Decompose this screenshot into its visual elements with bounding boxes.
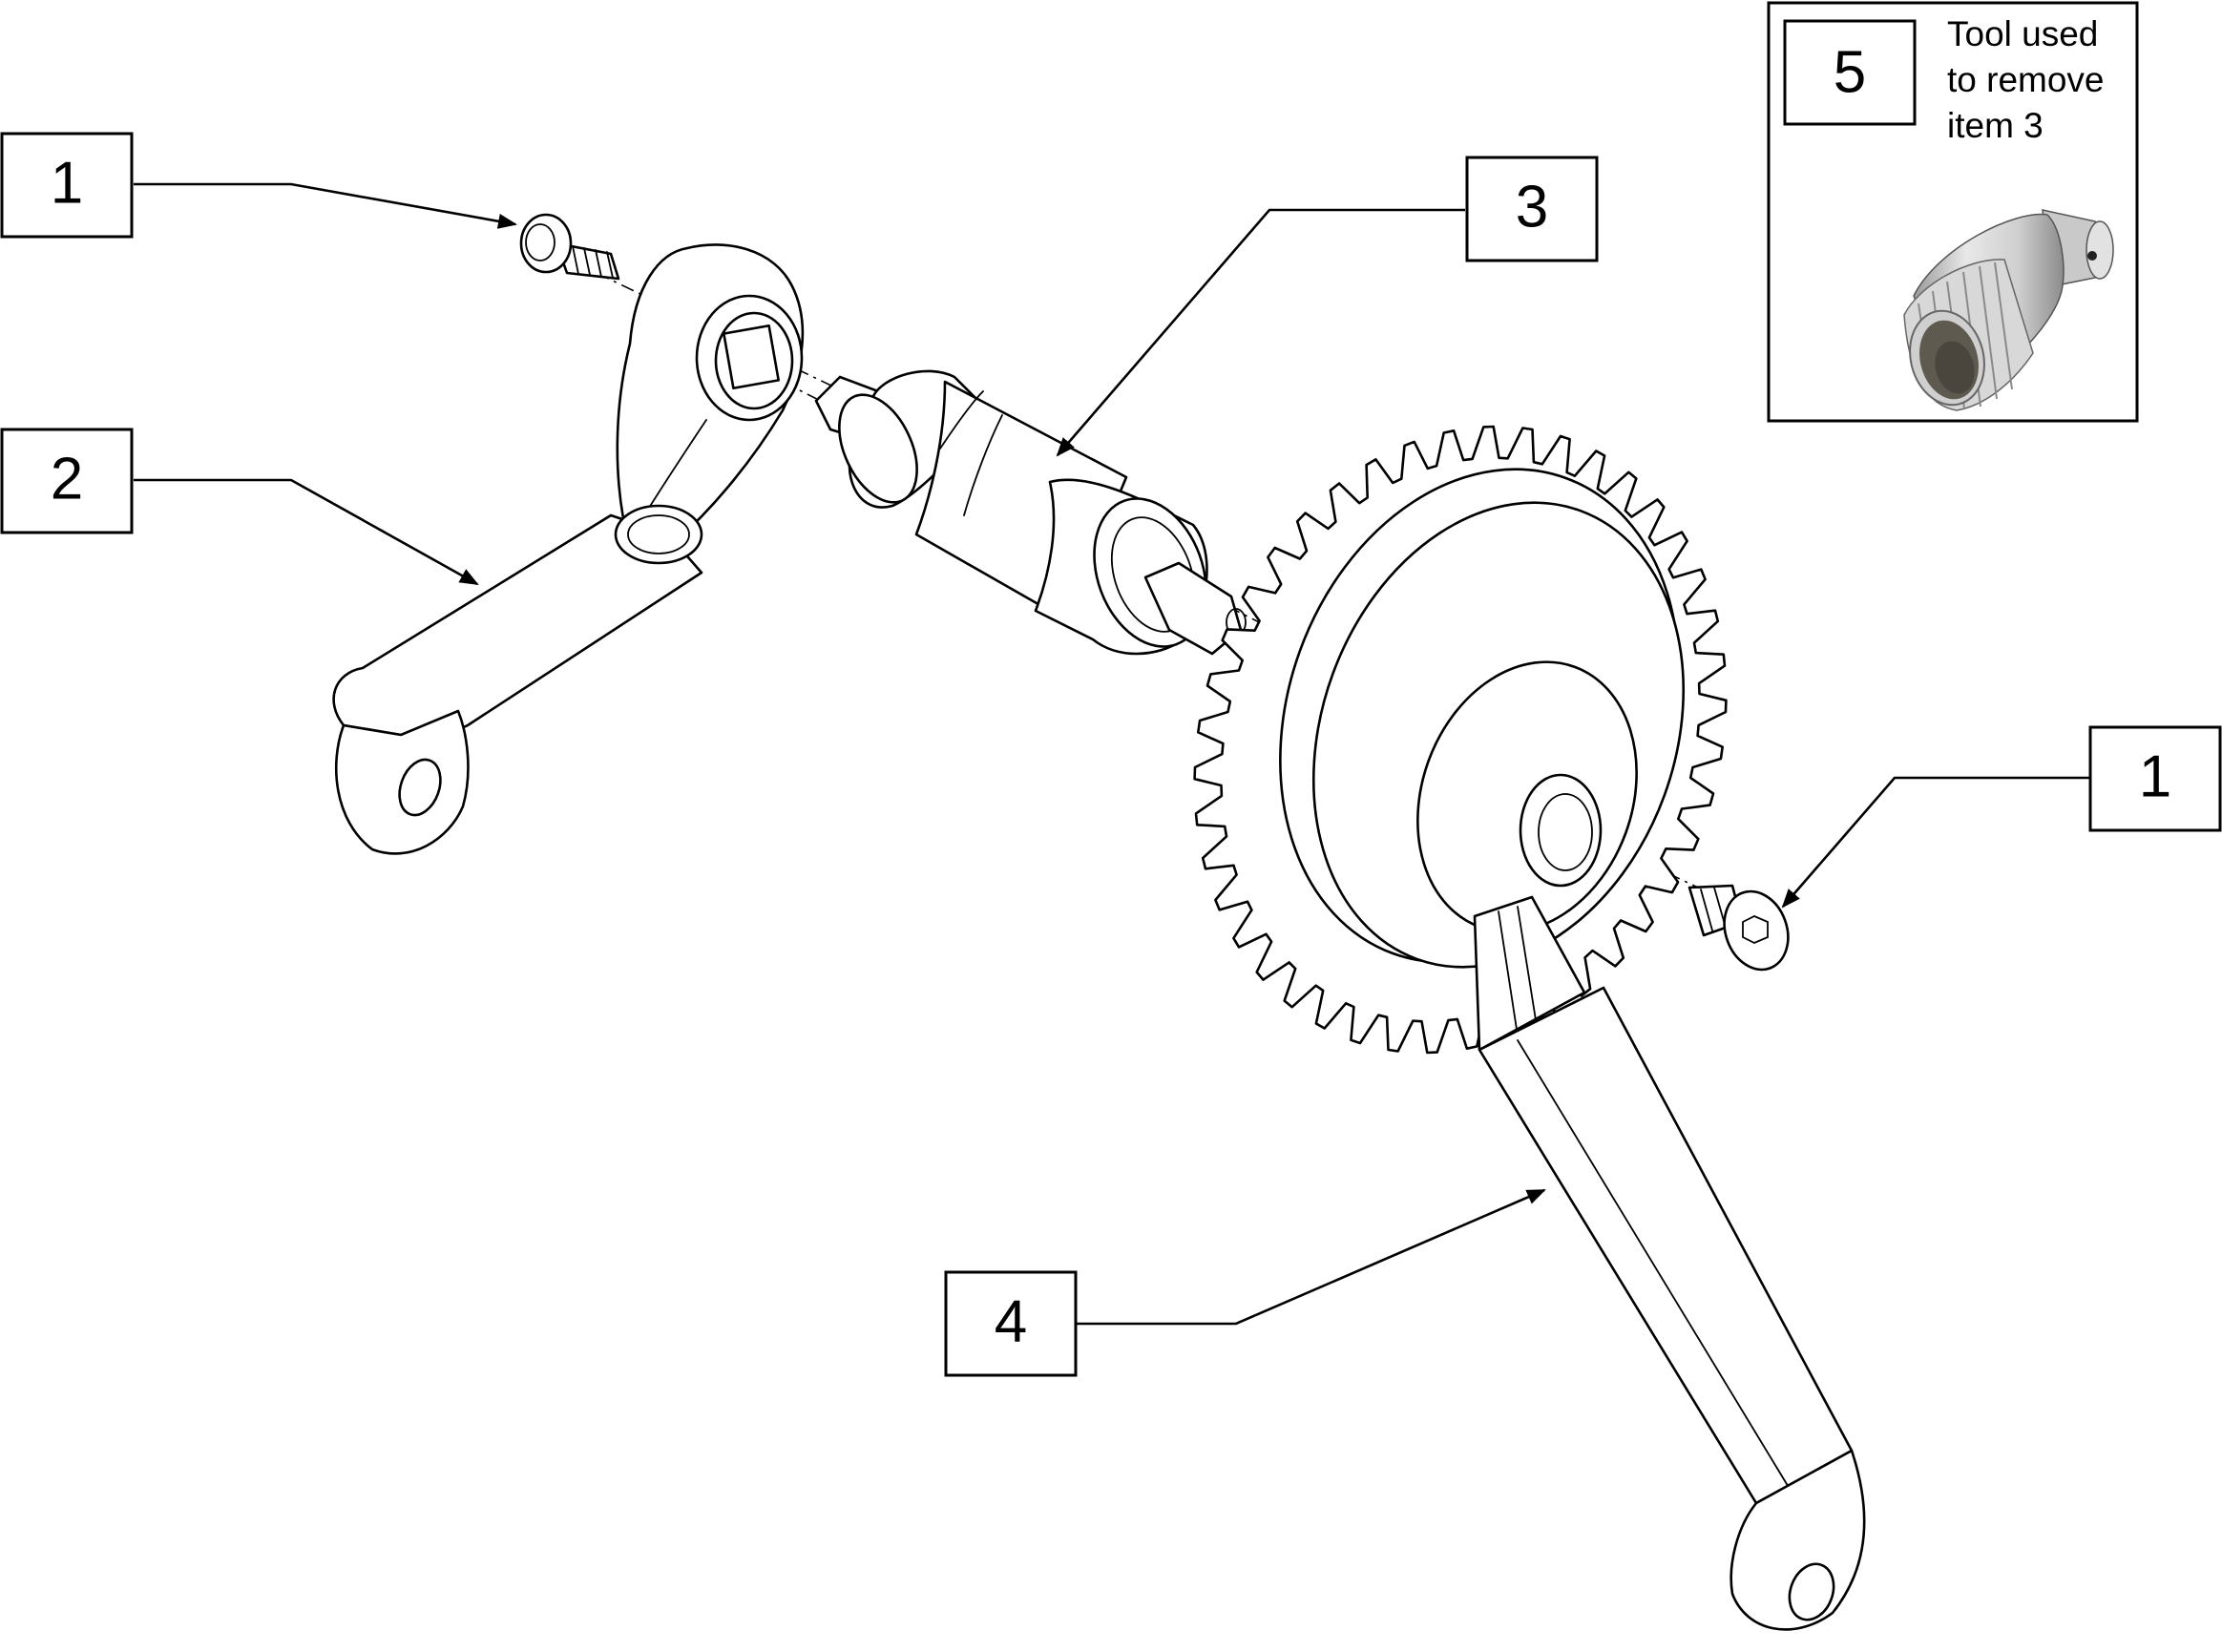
tool-note-line-1: Tool used <box>1947 14 2098 53</box>
callout-label: 4 <box>995 1289 1027 1355</box>
leader-1-top <box>134 182 517 229</box>
tool-inset-panel: 5 Tool used to remove item 3 <box>1767 1 2139 423</box>
callout-4: 4 <box>944 1270 1078 1377</box>
callout-1-right: 1 <box>2088 725 2222 832</box>
callout-label: 5 <box>1834 40 1866 106</box>
callout-label: 1 <box>51 151 83 217</box>
tool-note-line-3: item 3 <box>1947 106 2044 145</box>
right-crank-arm-with-chainring-icon <box>1193 425 1866 1631</box>
callout-1-top: 1 <box>0 132 134 239</box>
left-crank-arm-icon <box>332 243 805 855</box>
callout-5: 5 <box>1783 19 1917 126</box>
leader-4 <box>1077 1188 1546 1326</box>
socket-head-bolt-icon <box>519 213 620 281</box>
leader-1-right <box>1781 776 2090 909</box>
callout-2: 2 <box>0 428 134 534</box>
callout-3: 3 <box>1465 156 1599 262</box>
callout-label: 2 <box>51 447 83 512</box>
bottom-bracket-removal-tool-icon <box>1903 209 2114 411</box>
leader-2 <box>134 478 479 586</box>
callout-label: 3 <box>1516 175 1548 240</box>
socket-head-bolt-icon <box>1687 884 1790 972</box>
bottom-bracket-cartridge-icon <box>814 369 1247 656</box>
leader-3 <box>1056 208 1465 457</box>
tool-note-line-2: to remove <box>1947 60 2105 99</box>
callout-label: 1 <box>2139 744 2171 810</box>
